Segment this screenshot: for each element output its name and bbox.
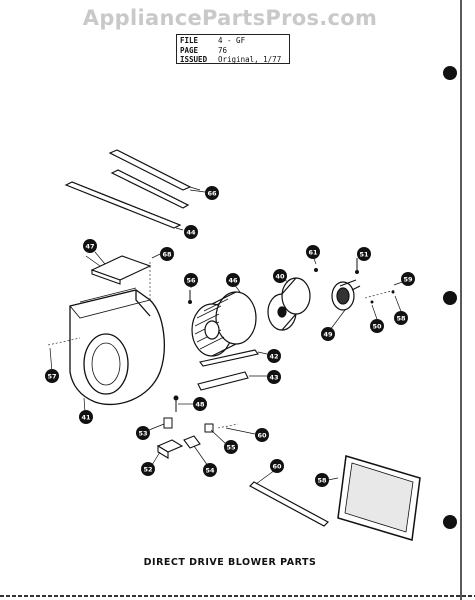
rail-part-43 bbox=[197, 371, 249, 391]
callout-57: 57 bbox=[45, 369, 59, 383]
file-info-box: FILE 4 - GF PAGE 76 ISSUED Original, 1/77 bbox=[176, 34, 290, 64]
callout-46: 46 bbox=[226, 273, 240, 287]
svg-text:61: 61 bbox=[308, 249, 318, 257]
svg-text:49: 49 bbox=[323, 331, 333, 339]
diagram-caption: DIRECT DRIVE BLOWER PARTS bbox=[143, 557, 317, 568]
page-label: PAGE bbox=[180, 45, 199, 55]
file-value: 4 - GF bbox=[218, 36, 246, 45]
svg-text:47: 47 bbox=[85, 243, 94, 251]
svg-text:41: 41 bbox=[81, 414, 91, 422]
svg-text:51: 51 bbox=[359, 251, 369, 259]
callout-58-upper: 58 bbox=[394, 311, 408, 325]
svg-text:44: 44 bbox=[186, 229, 196, 237]
watermark-text: AppliancePartsPros.com bbox=[82, 6, 378, 30]
blower-wheel-46 bbox=[191, 291, 257, 357]
callout-43: 43 bbox=[267, 370, 281, 384]
callout-56: 56 bbox=[184, 273, 198, 287]
svg-text:68: 68 bbox=[162, 251, 172, 259]
callout-40: 40 bbox=[273, 269, 287, 283]
binder-hole-bottom bbox=[443, 515, 457, 529]
svg-text:60: 60 bbox=[272, 463, 282, 471]
callout-49: 49 bbox=[321, 327, 335, 341]
motor-40 bbox=[267, 277, 311, 331]
screw-part-48 bbox=[173, 395, 179, 412]
callout-60-upper: 60 bbox=[255, 428, 269, 442]
svg-text:57: 57 bbox=[47, 373, 56, 381]
callout-58-lower: 58 bbox=[315, 473, 329, 487]
rail-part-42 bbox=[199, 349, 259, 367]
issued-value: Original, 1/77 bbox=[218, 55, 282, 65]
blower-housing-41 bbox=[69, 287, 165, 406]
svg-text:52: 52 bbox=[143, 466, 152, 474]
svg-text:55: 55 bbox=[226, 444, 236, 452]
binder-hole-middle bbox=[443, 291, 457, 305]
callout-51: 51 bbox=[357, 247, 371, 261]
clip-part-53 bbox=[163, 417, 173, 429]
svg-text:60: 60 bbox=[257, 432, 267, 440]
rail-part-66 bbox=[108, 149, 201, 209]
callout-48: 48 bbox=[193, 397, 207, 411]
callout-68: 68 bbox=[160, 247, 174, 261]
clip-part-55 bbox=[204, 423, 214, 433]
svg-text:53: 53 bbox=[138, 430, 147, 438]
callout-50: 50 bbox=[370, 319, 384, 333]
block-part-52 bbox=[156, 439, 184, 459]
binder-hole-top bbox=[443, 66, 457, 80]
issued-label: ISSUED bbox=[180, 55, 208, 65]
air-filter-58 bbox=[337, 455, 421, 541]
svg-text:58: 58 bbox=[317, 477, 327, 485]
callout-59: 59 bbox=[401, 272, 415, 286]
svg-text:43: 43 bbox=[269, 374, 278, 382]
block-part-54 bbox=[183, 435, 201, 449]
callout-42: 42 bbox=[267, 349, 281, 363]
svg-text:56: 56 bbox=[186, 277, 196, 285]
page-value: 76 bbox=[218, 45, 228, 55]
callout-47: 47 bbox=[83, 239, 97, 253]
callout-44: 44 bbox=[184, 225, 198, 239]
svg-text:48: 48 bbox=[195, 401, 205, 409]
motor-mount-49 bbox=[331, 279, 361, 311]
svg-text:40: 40 bbox=[275, 273, 285, 281]
callout-60-lower: 60 bbox=[270, 459, 284, 473]
filter-strip-60 bbox=[249, 481, 329, 527]
svg-text:54: 54 bbox=[205, 467, 215, 475]
callout-61: 61 bbox=[306, 245, 320, 259]
callout-41: 41 bbox=[79, 410, 93, 424]
file-label: FILE bbox=[180, 36, 199, 45]
svg-text:66: 66 bbox=[207, 190, 217, 198]
callout-54: 54 bbox=[203, 463, 217, 477]
mounting-bracket-47 bbox=[85, 255, 152, 285]
callout-55: 55 bbox=[224, 440, 238, 454]
callout-53: 53 bbox=[136, 426, 150, 440]
svg-text:50: 50 bbox=[372, 323, 382, 331]
svg-text:59: 59 bbox=[403, 276, 413, 284]
svg-text:58: 58 bbox=[396, 315, 406, 323]
svg-text:42: 42 bbox=[269, 353, 278, 361]
rail-part-44 bbox=[64, 181, 182, 229]
callout-52: 52 bbox=[141, 462, 155, 476]
svg-text:46: 46 bbox=[228, 277, 238, 285]
callout-66: 66 bbox=[205, 186, 219, 200]
